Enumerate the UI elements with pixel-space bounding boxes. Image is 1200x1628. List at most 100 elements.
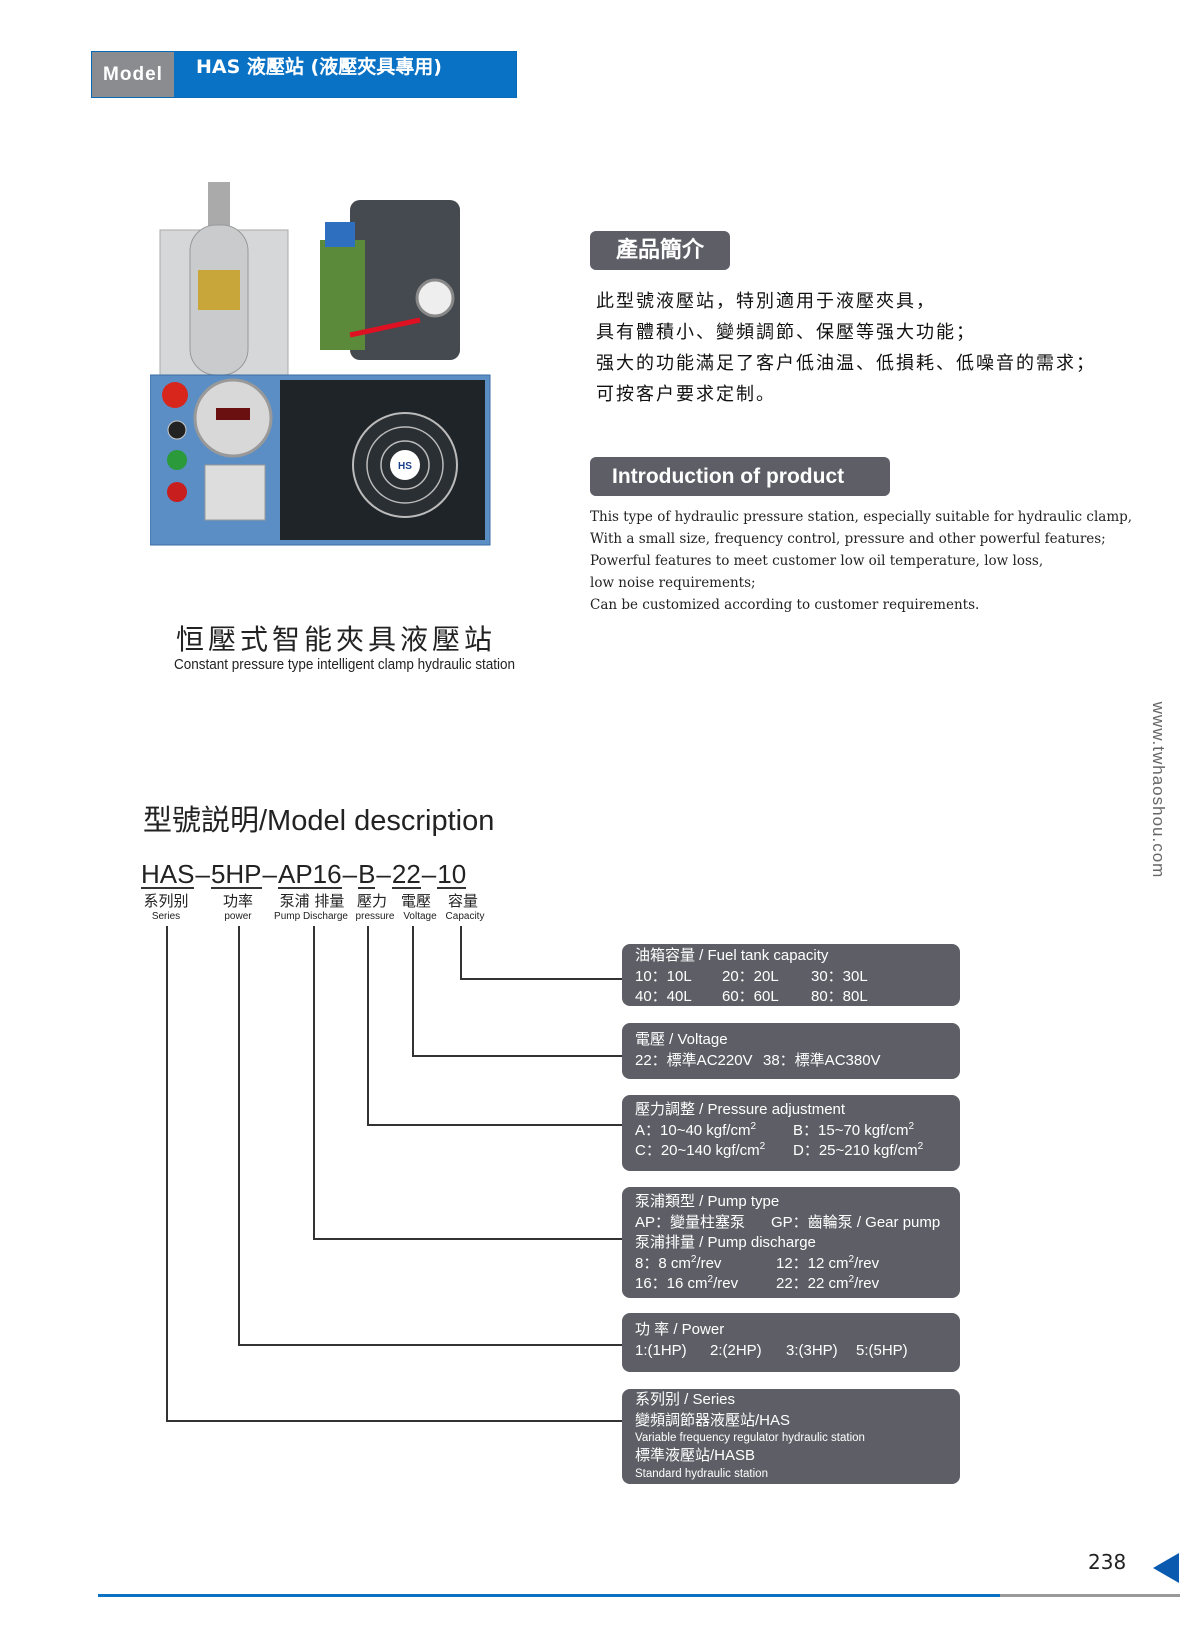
option: 30：30L	[811, 967, 868, 985]
connector-power	[238, 1344, 622, 1346]
option: 12：12 cm	[776, 1254, 849, 1272]
intro-line: Can be customized according to customer …	[590, 597, 980, 613]
superscript: 2	[848, 1274, 855, 1285]
code-dash: –	[342, 859, 358, 889]
option: 40：40L	[635, 988, 692, 1005]
label-pump-cn: 泵浦 排量	[279, 892, 345, 910]
option: 38：標準AC380V	[763, 1051, 881, 1069]
label-power-en: power	[224, 911, 252, 922]
intro-line: 强大的功能滿足了客户低油温、低損耗、低噪音的需求；	[596, 353, 1096, 374]
pressure-gauge-icon	[415, 278, 455, 318]
solenoid-icon	[325, 222, 355, 247]
box-title: 系列别 / Series	[635, 1391, 736, 1408]
superscript: 2	[750, 1120, 757, 1132]
option-description: Standard hydraulic station	[635, 1467, 768, 1480]
option: 5:(5HP)	[856, 1341, 908, 1359]
code-series: HAS	[141, 859, 195, 889]
accumulator-stem	[208, 182, 230, 232]
option: 22：22 cm	[776, 1275, 849, 1292]
intro-line: This type of hydraulic pressure station,…	[590, 509, 1133, 525]
connector-series	[166, 1420, 622, 1422]
option: GP：齒輪泵 / Gear pump	[771, 1213, 941, 1231]
option: 1:(1HP)	[635, 1341, 687, 1359]
superscript: 2	[707, 1274, 714, 1285]
box-title: 油箱容量 / Fuel tank capacity	[635, 947, 829, 964]
website-url: www.twhaoshou.com	[1149, 701, 1168, 879]
intro-text-cn: 此型號液壓站，特別適用于液壓夾具， 具有體積小、變頻調節、保壓等强大功能； 强大…	[596, 286, 1096, 410]
option: 2:(2HP)	[710, 1341, 762, 1359]
code-voltage: 22	[391, 859, 421, 889]
intro-line: With a small size, frequency control, pr…	[590, 531, 1106, 547]
option: 60：60L	[722, 988, 779, 1005]
option: 8：8 cm	[635, 1254, 691, 1272]
option: AP：變量柱塞泵	[635, 1213, 746, 1231]
code-dash: –	[262, 859, 277, 889]
model-code: HAS–5HP–AP16–B–22–10	[141, 859, 467, 890]
unit: /rev	[713, 1275, 739, 1292]
intro-line: 此型號液壓站，特別適用于液壓夾具，	[596, 291, 936, 312]
label-pressure-cn: 壓力	[356, 892, 388, 910]
red-lamp-icon	[167, 482, 187, 502]
unit: /rev	[854, 1254, 880, 1272]
superscript: 2	[917, 1141, 924, 1152]
label-voltage-en: Voltage	[403, 911, 437, 922]
series-box: 系列别 / Series 變頻調節器液壓站/HAS Variable frequ…	[622, 1389, 960, 1484]
label-pump-en: Pump Discharge	[274, 911, 348, 922]
intro-line: Powerful features to meet customer low o…	[590, 553, 1044, 569]
option: 變頻調節器液壓站/HAS	[635, 1411, 791, 1429]
code-dash: –	[195, 859, 210, 889]
motor-icon	[350, 200, 460, 360]
unit: /rev	[854, 1275, 880, 1292]
unit: /rev	[696, 1254, 722, 1272]
page-number: 238	[1088, 1550, 1127, 1574]
intro-text-en: This type of hydraulic pressure station,…	[590, 506, 1132, 616]
label-capacity-cn: 容量	[447, 892, 479, 910]
box-title: 泵浦類型 / Pump type	[635, 1193, 780, 1210]
superscript: 2	[690, 1253, 697, 1265]
code-dash: –	[421, 859, 437, 889]
intro-heading-en: Introduction of product	[590, 457, 890, 496]
connector-pump	[313, 926, 315, 1238]
option: 10：10L	[635, 967, 692, 985]
label-series-cn: 系列别	[143, 892, 189, 910]
footer-rule	[1000, 1594, 1180, 1597]
previous-page-triangle-icon	[1153, 1553, 1179, 1583]
product-caption-cn: 恒壓式智能夾具液壓站	[176, 623, 497, 656]
nameplate	[204, 464, 266, 521]
code-pressure: B	[358, 859, 376, 889]
connector-voltage	[412, 1055, 622, 1057]
code-dash: –	[376, 859, 391, 889]
pressure-box: 壓力調整 / Pressure adjustment A：10~40 kgf/c…	[622, 1095, 960, 1171]
connector-pump	[313, 1238, 622, 1240]
box-title: 壓力調整 / Pressure adjustment	[635, 1101, 846, 1118]
option-description: Variable frequency regulator hydraulic s…	[635, 1432, 865, 1444]
option: 3:(3HP)	[786, 1341, 838, 1359]
option: 80：80L	[811, 988, 868, 1005]
box-title: 電壓 / Voltage	[635, 1031, 728, 1048]
option: B：15~70 kgf/cm	[793, 1121, 909, 1139]
footer-rule	[98, 1594, 1000, 1597]
option: 22：標準AC220V	[635, 1051, 753, 1069]
connector-pressure	[367, 926, 369, 1124]
superscript: 2	[908, 1120, 915, 1132]
intro-line: low noise requirements;	[590, 575, 756, 591]
page-header-banner: Model HAS 液壓站 (液壓夾具專用)	[91, 51, 517, 98]
label-capacity-en: Capacity	[445, 911, 485, 922]
connector-capacity	[460, 926, 462, 978]
product-photo: HS	[150, 182, 491, 546]
accumulator-label	[198, 270, 240, 310]
code-pump: AP16	[277, 859, 342, 889]
header-title: HAS 液壓站 (液壓夾具專用)	[196, 56, 442, 78]
fan-logo: HS	[398, 461, 412, 472]
code-power: 5HP	[210, 859, 262, 889]
superscript: 2	[759, 1141, 766, 1152]
connector-pressure	[367, 1124, 622, 1126]
superscript: 2	[848, 1253, 855, 1265]
intro-heading-cn: 產品簡介	[590, 231, 730, 270]
label-voltage-cn: 電壓	[400, 892, 432, 910]
connector-voltage	[412, 926, 414, 1055]
valve-handle	[349, 317, 421, 338]
box-title: 功 率 / Power	[635, 1321, 725, 1338]
option: D：25~210 kgf/cm	[793, 1142, 918, 1159]
option: A：10~40 kgf/cm	[635, 1121, 751, 1139]
